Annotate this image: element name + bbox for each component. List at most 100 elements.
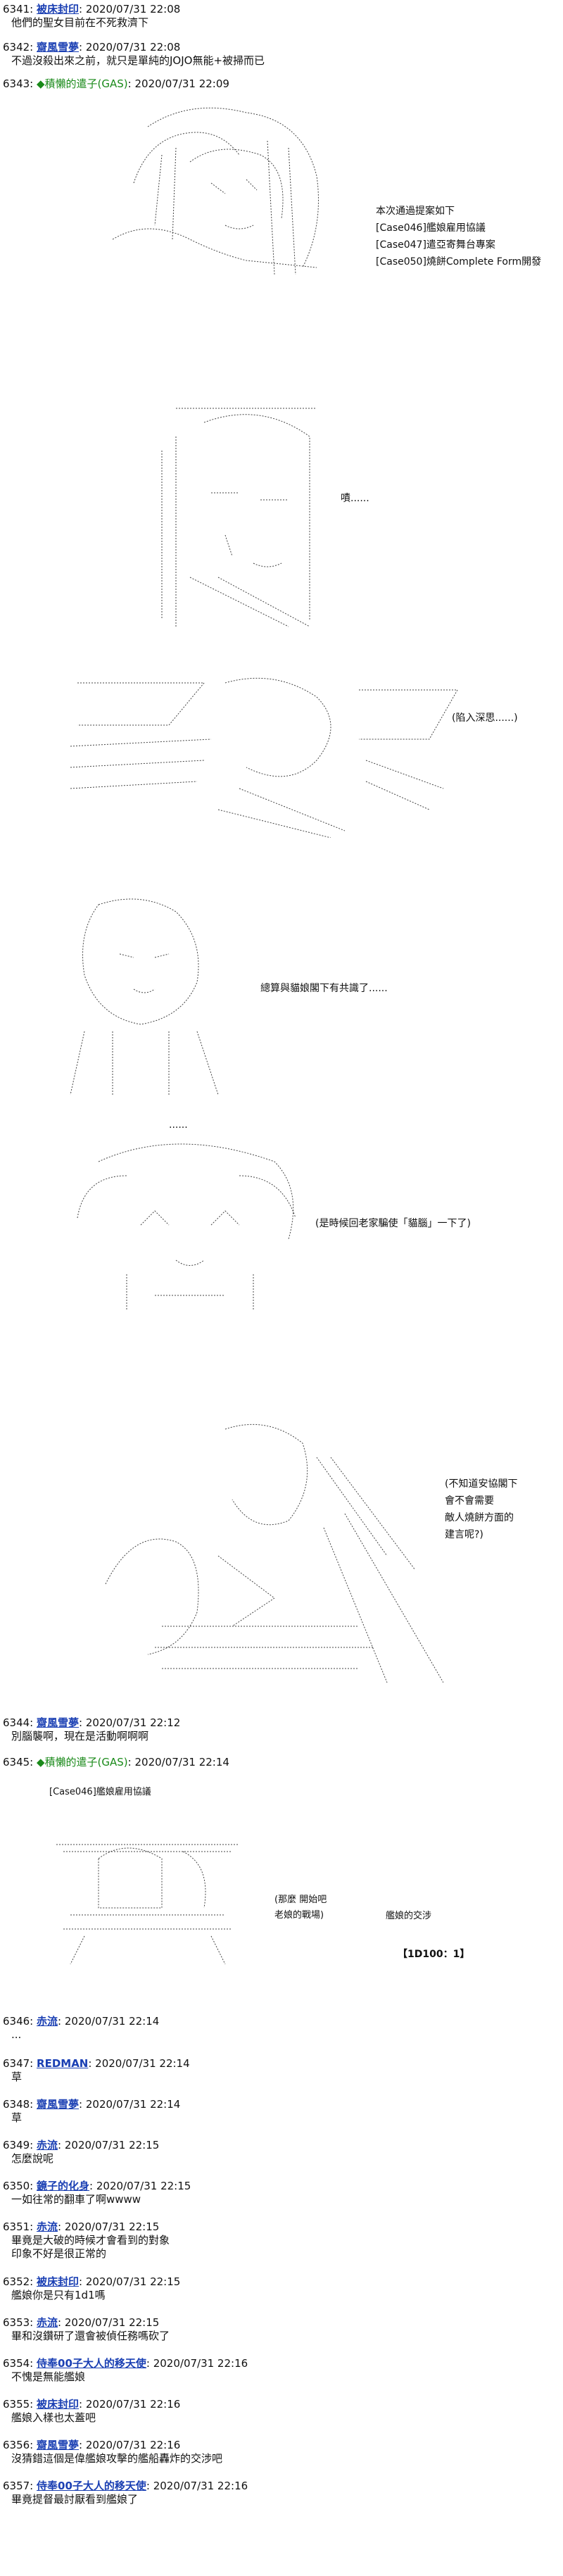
quote-line: (那麼 開始吧 bbox=[274, 1895, 327, 1905]
post-author[interactable]: 齋風雪夢 bbox=[37, 2098, 80, 2111]
post-number: 6347: bbox=[3, 2057, 34, 2070]
post-number: 6344: bbox=[3, 1716, 34, 1729]
post-6353: 6353: 赤流: 2020/07/31 22:15 畢和沒鑽研了還會被偵任務嗎… bbox=[3, 2316, 552, 2343]
ascii-art-character-thinking bbox=[56, 891, 225, 1102]
post-number: 6341: bbox=[3, 3, 34, 15]
caption-line: [Case047]遣亞寄舞台專案 bbox=[376, 239, 495, 251]
post-author[interactable]: 赤流 bbox=[37, 2139, 58, 2151]
ascii-art-wide-scene bbox=[63, 669, 507, 838]
post-number: 6343: bbox=[3, 77, 34, 90]
post-author[interactable]: 赤流 bbox=[37, 2316, 58, 2329]
post-date: : 2020/07/31 22:16 bbox=[146, 2480, 248, 2492]
ascii-art-face-closeup bbox=[148, 394, 331, 634]
post-text: 他們的聖女目前在不死救濟下 bbox=[11, 16, 149, 29]
post-text: 沒猜錯這個是偉艦娘攻擊的艦船轟炸的交涉吧 bbox=[11, 2452, 223, 2465]
post-date: : 2020/07/31 22:16 bbox=[79, 2398, 181, 2411]
post-number: 6352: bbox=[3, 2275, 34, 2288]
post-number: 6354: bbox=[3, 2357, 34, 2370]
ascii-art-negotiation-scene bbox=[42, 1823, 253, 1964]
post-number: 6349: bbox=[3, 2139, 34, 2151]
post-6343: 6343: ◆積懶的遣子(GAS): 2020/07/31 22:09 bbox=[3, 77, 552, 91]
post-date: : 2020/07/31 22:15 bbox=[79, 2275, 181, 2288]
post-text: 一如往常的翻車了啊wwww bbox=[11, 2193, 141, 2206]
post-number: 6345: bbox=[3, 1756, 34, 1768]
post-date: : 2020/07/31 22:08 bbox=[79, 3, 181, 15]
post-number: 6342: bbox=[3, 41, 34, 54]
post-author[interactable]: 齋風雪夢 bbox=[37, 2439, 80, 2451]
dice-result: 【1D100：1】 bbox=[398, 1949, 470, 1960]
ascii-art-smiling-girl bbox=[70, 1133, 310, 1317]
post-date: : 2020/07/31 22:14 bbox=[79, 2098, 181, 2111]
post-text: 怎麼說呢 bbox=[11, 2152, 54, 2165]
post-author[interactable]: ◆積懶的遣子(GAS) bbox=[37, 77, 128, 90]
post-author[interactable]: ◆積懶的遣子(GAS) bbox=[37, 1756, 128, 1768]
post-6344: 6344: 齋風雪夢: 2020/07/31 22:12 別腦襲啊，現在是活動啊… bbox=[3, 1716, 552, 1743]
post-6347: 6347: REDMAN: 2020/07/31 22:14 草 bbox=[3, 2057, 552, 2084]
post-number: 6357: bbox=[3, 2480, 34, 2492]
ellipsis-text: ...... bbox=[169, 1119, 188, 1131]
post-text: 畢竟是大破的時候才會看到的對象 bbox=[11, 2234, 170, 2247]
post-date: : 2020/07/31 22:16 bbox=[79, 2439, 181, 2451]
post-text: 草 bbox=[11, 2111, 23, 2124]
caption-line: 建言呢?) bbox=[445, 1529, 483, 1540]
post-text: 艦娘你是只有1d1嗎 bbox=[11, 2289, 106, 2301]
post-author[interactable]: REDMAN bbox=[37, 2057, 89, 2070]
post-date: : 2020/07/31 22:15 bbox=[58, 2220, 160, 2233]
post-author[interactable]: 赤流 bbox=[37, 2220, 58, 2233]
post-author[interactable]: 齋風雪夢 bbox=[37, 41, 80, 54]
post-author[interactable]: 被床封印 bbox=[37, 2275, 80, 2288]
post-author[interactable]: 被床封印 bbox=[37, 2398, 80, 2411]
post-6356: 6356: 齋風雪夢: 2020/07/31 22:16 沒猜錯這個是偉艦娘攻擊… bbox=[3, 2439, 552, 2465]
post-number: 6353: bbox=[3, 2316, 34, 2329]
caption-line: (不知道安協閣下 bbox=[445, 1478, 518, 1490]
panel-6-caption: (不知道安協閣下 會不會需要 敵人燒餅方面的 建言呢?) bbox=[445, 1476, 517, 1543]
post-6348: 6348: 齋風雪夢: 2020/07/31 22:14 草 bbox=[3, 2098, 552, 2125]
post-date: : 2020/07/31 22:12 bbox=[79, 1716, 181, 1729]
post-text: 不過沒殺出來之前，就只是單純的JOJO無能+被掃而已 bbox=[11, 54, 265, 67]
post-number: 6350: bbox=[3, 2180, 34, 2192]
post-number: 6355: bbox=[3, 2398, 34, 2411]
caption-line: [Case050]燒餅Complete Form開發 bbox=[376, 256, 542, 268]
post-text: ... bbox=[11, 2028, 22, 2041]
post-date: : 2020/07/31 22:15 bbox=[58, 2316, 160, 2329]
ascii-art-group-scene bbox=[91, 1415, 443, 1690]
post-author[interactable]: 鏡子的化身 bbox=[37, 2180, 90, 2192]
post-number: 6346: bbox=[3, 2015, 34, 2028]
post-text: 不愧是無能艦娘 bbox=[11, 2370, 86, 2383]
post-6345: 6345: ◆積懶的遣子(GAS): 2020/07/31 22:14 bbox=[3, 1756, 552, 1769]
post-6352: 6352: 被床封印: 2020/07/31 22:15 艦娘你是只有1d1嗎 bbox=[3, 2275, 552, 2302]
post-date: : 2020/07/31 22:16 bbox=[146, 2357, 248, 2370]
caption-line: 敵人燒餅方面的 bbox=[445, 1512, 514, 1523]
post-6341: 6341: 被床封印: 2020/07/31 22:08 他們的聖女目前在不死救… bbox=[3, 3, 552, 30]
post-text: 草 bbox=[11, 2071, 23, 2083]
panel-3-caption: (陷入深思......) bbox=[452, 712, 518, 724]
post-text: 畢和沒鑽研了還會被偵任務嗎砍了 bbox=[11, 2330, 170, 2342]
caption-line: 會不會需要 bbox=[445, 1495, 494, 1507]
post-6342: 6342: 齋風雪夢: 2020/07/31 22:08 不過沒殺出來之前，就只… bbox=[3, 41, 552, 68]
post-date: : 2020/07/31 22:15 bbox=[58, 2139, 160, 2151]
post-text: 畢竟提督最討厭看到艦娘了 bbox=[11, 2493, 139, 2506]
post-author[interactable]: 侍奉00子大人的移天使 bbox=[37, 2357, 146, 2370]
post-date: : 2020/07/31 22:09 bbox=[127, 77, 229, 90]
post-date: : 2020/07/31 22:14 bbox=[127, 1756, 229, 1768]
post-6349: 6349: 赤流: 2020/07/31 22:15 怎麼說呢 bbox=[3, 2139, 552, 2166]
post-text: 別腦襲啊，現在是活動啊啊啊 bbox=[11, 1730, 149, 1742]
post-6346: 6346: 赤流: 2020/07/31 22:14 ... bbox=[3, 2015, 552, 2042]
ascii-art-girl-portrait bbox=[106, 99, 359, 282]
post-author[interactable]: 齋風雪夢 bbox=[37, 1716, 80, 1729]
post-author[interactable]: 被床封印 bbox=[37, 3, 80, 15]
caption-line: [Case046]艦娘雇用協議 bbox=[376, 222, 486, 234]
panel-1-caption: 本次通過提案如下 [Case046]艦娘雇用協議 [Case047]遣亞寄舞台專… bbox=[376, 203, 541, 270]
caption-line: 本次通過提案如下 bbox=[376, 206, 455, 217]
post-6357: 6357: 侍奉00子大人的移天使: 2020/07/31 22:16 畢竟提督… bbox=[3, 2480, 552, 2506]
post-author[interactable]: 侍奉00子大人的移天使 bbox=[37, 2480, 146, 2492]
quote-text: (那麼 開始吧 老娘的戰場) bbox=[274, 1892, 327, 1923]
post-6355: 6355: 被床封印: 2020/07/31 22:16 艦娘入樣也太蓋吧 bbox=[3, 2398, 552, 2425]
panel-2-caption: 嘖...... bbox=[341, 493, 369, 504]
post-number: 6356: bbox=[3, 2439, 34, 2451]
panel-4-caption: 總算與貓娘閣下有共識了...... bbox=[260, 983, 388, 994]
post-text: 印象不好是很正常的 bbox=[11, 2247, 107, 2260]
post-author[interactable]: 赤流 bbox=[37, 2015, 58, 2028]
panel-5-caption: (是時候回老家騙使「貓腦」一下了) bbox=[315, 1218, 471, 1229]
post-number: 6351: bbox=[3, 2220, 34, 2233]
